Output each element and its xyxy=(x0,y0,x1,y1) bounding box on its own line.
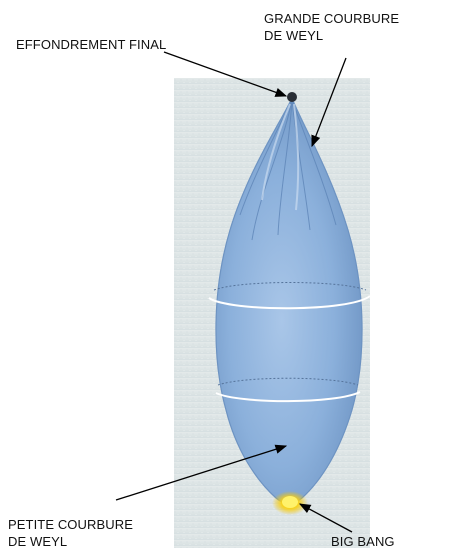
label-small-weyl-line1: PETITE COURBURE xyxy=(8,516,133,533)
label-large-weyl-line2: DE WEYL xyxy=(264,27,399,44)
label-final-collapse: EFFONDREMENT FINAL xyxy=(16,36,166,53)
label-large-weyl-line1: GRANDE COURBURE xyxy=(264,10,399,27)
label-small-weyl-curvature: PETITE COURBURE DE WEYL xyxy=(8,516,133,550)
label-big-bang: BIG BANG xyxy=(331,533,395,550)
label-big-bang-text: BIG BANG xyxy=(331,533,395,550)
label-final-collapse-text: EFFONDREMENT FINAL xyxy=(16,36,166,53)
collapse-point xyxy=(287,92,297,102)
label-small-weyl-line2: DE WEYL xyxy=(8,533,133,550)
label-large-weyl-curvature: GRANDE COURBURE DE WEYL xyxy=(264,10,399,44)
